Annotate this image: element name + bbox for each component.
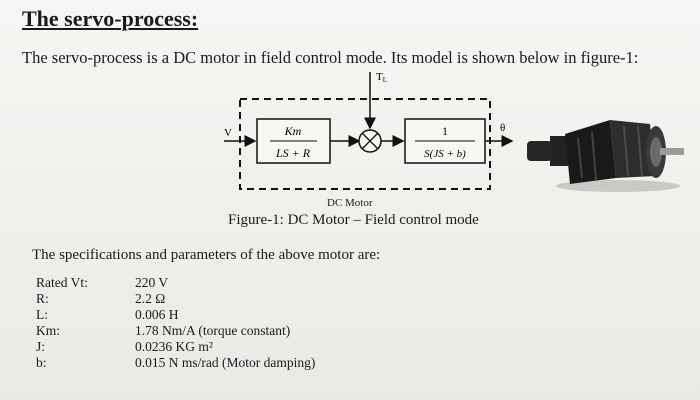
controller-numerator: Km bbox=[284, 124, 302, 138]
parameter-name: R: bbox=[36, 291, 49, 306]
parameter-name: b: bbox=[36, 355, 47, 370]
dc-motor-image bbox=[527, 120, 684, 192]
intro-paragraph: The servo-process is a DC motor in field… bbox=[22, 48, 639, 67]
input-label: V bbox=[224, 127, 232, 139]
figure-caption: Figure-1: DC Motor – Field control mode bbox=[228, 212, 479, 228]
parameter-name: Km: bbox=[36, 323, 61, 338]
controller-denominator: LS + R bbox=[275, 146, 311, 160]
parameter-name: L: bbox=[36, 307, 48, 322]
parameter-value: 0.006 H bbox=[135, 307, 179, 322]
block-diagram: V Km LS + R TL 1 S(JS + b) θ bbox=[224, 71, 684, 192]
parameter-value: 1.78 Nm/A (torque constant) bbox=[135, 323, 291, 338]
parameter-value: 0.0236 KG m² bbox=[135, 339, 213, 354]
disturbance-label: TL bbox=[376, 71, 387, 84]
parameter-name: Rated Vt: bbox=[36, 275, 88, 290]
summing-junction bbox=[358, 129, 382, 153]
parameter-value: 2.2 Ω bbox=[135, 291, 166, 306]
plant-denominator: S(JS + b) bbox=[424, 148, 466, 160]
dc-motor-boundary bbox=[239, 98, 491, 190]
parameter-name: J: bbox=[36, 339, 46, 354]
dc-motor-label: DC Motor bbox=[327, 197, 373, 209]
parameter-value: 0.015 N ms/rad (Motor damping) bbox=[135, 355, 316, 370]
parameter-value: 220 V bbox=[135, 275, 169, 290]
output-label: θ bbox=[500, 122, 505, 134]
spec-intro: The specifications and parameters of the… bbox=[32, 247, 381, 263]
heading: The servo-process: bbox=[22, 6, 199, 31]
plant-numerator: 1 bbox=[442, 124, 448, 138]
